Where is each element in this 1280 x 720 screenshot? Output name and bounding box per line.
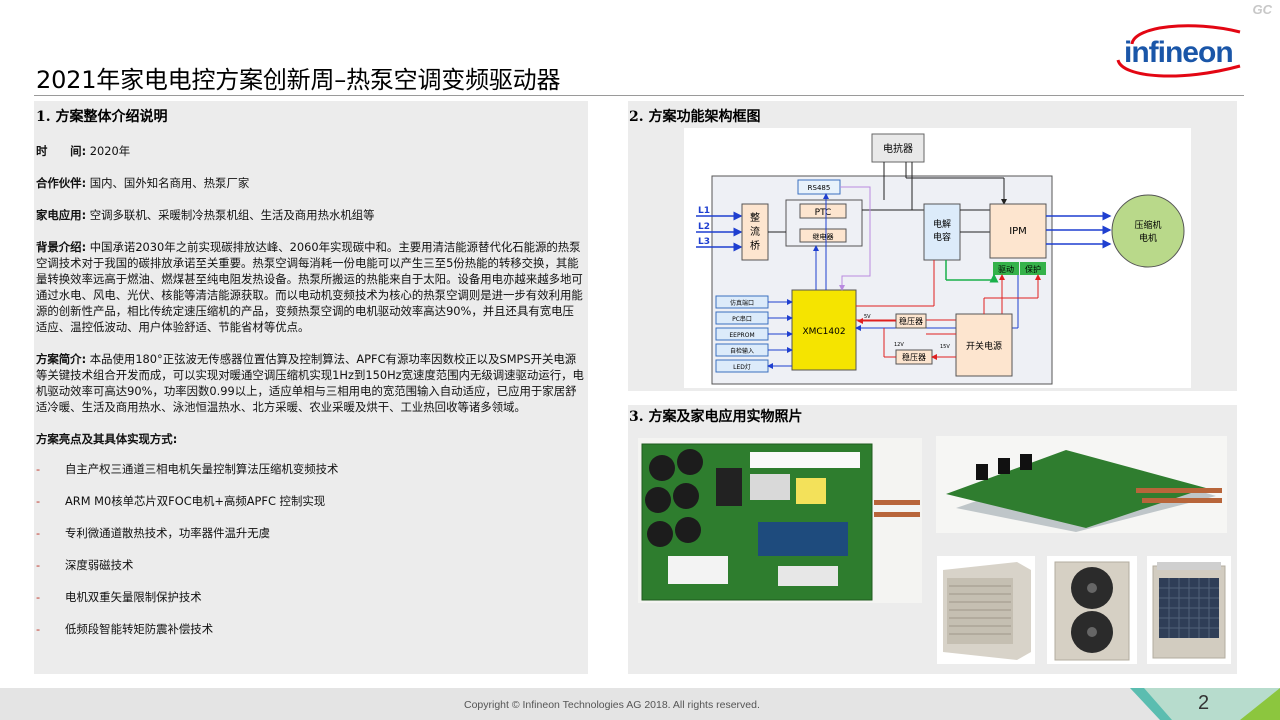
background-label: 背景介绍:: [36, 240, 87, 254]
ipm-block: [989, 203, 1047, 259]
summary-row: 方案简介: 本品使用180°正弦波无传感器位置估算及控制算法、APFC有源功率因…: [36, 351, 584, 415]
time-row: 时 间: 2020年: [36, 143, 584, 159]
application-row: 家电应用: 空调多联机、采暖制冷热泵机组、生活及商用热水机组等: [36, 207, 584, 223]
application-value: 空调多联机、采暖制冷热泵机组、生活及商用热水机组等: [89, 208, 375, 222]
pcb-photo-side: [936, 436, 1227, 533]
ipm-label: IPM: [1009, 226, 1027, 237]
heat-pump-unit-2: [1047, 556, 1137, 664]
footer: Copyright © Infineon Technologies AG 201…: [0, 688, 1280, 720]
input-l3: L3: [698, 237, 710, 247]
background-row: 背景介绍: 中国承诺2030年之前实现碳排放达峰、2060年实现碳中和。主要用清…: [36, 239, 584, 335]
overview-panel: 1. 方案整体介绍说明 时 间: 2020年 合作伙伴: 国内、国外知名商用、热…: [34, 101, 588, 674]
bullet-dash-icon: -: [36, 494, 41, 508]
background-value: 中国承诺2030年之前实现碳排放达峰、2060年实现碳中和。主要用清洁能源替代化…: [36, 240, 583, 334]
ptc-label: PTC: [815, 208, 832, 218]
regulator-2-label: 稳压器: [902, 352, 926, 362]
svg-text:PC串口: PC串口: [732, 315, 752, 323]
time-label: 时 间:: [36, 144, 87, 158]
input-l2: L2: [698, 222, 710, 232]
highlight-item: -专利微通道散热技术，功率器件温升无虞: [36, 526, 271, 540]
smps-label: 开关电源: [966, 340, 1002, 352]
highlights-title: 方案亮点及其具体实现方式:: [36, 432, 178, 446]
compressor-motor: [1111, 194, 1185, 268]
overview-heading: 1. 方案整体介绍说明: [36, 109, 168, 125]
protect-block: [1020, 262, 1046, 275]
overview-body: 时 间: 2020年 合作伙伴: 国内、国外知名商用、热泵厂家 家电应用: 空调…: [36, 143, 584, 653]
corner-mark: GC: [1252, 2, 1273, 17]
photos-heading: 3. 方案及家电应用实物照片: [629, 409, 803, 425]
title-divider: [34, 95, 1244, 96]
application-label: 家电应用:: [36, 208, 87, 222]
highlight-item: -电机双重矢量限制保护技术: [36, 590, 202, 604]
block-diagram: 电抗器 L1 L2 L3 整 流 桥 RS485 PTC 继电器: [684, 128, 1191, 388]
rectifier-label-2: 流: [750, 225, 760, 238]
heat-pump-unit-1: [937, 556, 1035, 664]
architecture-panel: 2. 方案功能架构框图 电抗器 L1 L2 L3 整: [628, 101, 1237, 391]
summary-label: 方案简介:: [36, 352, 87, 366]
bullet-dash-icon: -: [36, 462, 41, 476]
capacitor-block: [923, 203, 961, 261]
pcb-photo-top: [638, 438, 922, 603]
highlight-item: -低频段智能转矩防震补偿技术: [36, 622, 214, 636]
bullet-dash-icon: -: [36, 558, 41, 572]
capacitor-label-1: 电解: [933, 218, 951, 230]
voltage-12v: 12V: [894, 342, 904, 348]
voltage-5v: 5V: [864, 314, 871, 320]
bullet-dash-icon: -: [36, 590, 41, 604]
voltage-15v: 15V: [940, 344, 950, 350]
svg-text:自检输入: 自检输入: [730, 347, 754, 355]
bullet-dash-icon: -: [36, 622, 41, 636]
infineon-logo: infineon: [1116, 24, 1241, 78]
copyright-text: Copyright © Infineon Technologies AG 201…: [464, 699, 760, 711]
logo-text: infineon: [1124, 36, 1233, 69]
drive-label: 驱动: [998, 264, 1014, 274]
rectifier-label-1: 整: [750, 211, 760, 224]
architecture-heading: 2. 方案功能架构框图: [629, 109, 761, 125]
page-title: 2021年家电电控方案创新周–热泵空调变频驱动器: [36, 66, 561, 94]
input-l1: L1: [698, 206, 710, 216]
protect-label: 保护: [1025, 264, 1041, 274]
smps-block: [955, 313, 1013, 377]
summary-value: 本品使用180°正弦波无传感器位置估算及控制算法、APFC有源功率因数校正以及S…: [36, 352, 584, 414]
regulator-1-label: 稳压器: [899, 316, 923, 326]
svg-text:EEPROM: EEPROM: [729, 332, 754, 339]
bullet-dash-icon: -: [36, 526, 41, 540]
svg-text:仿真端口: 仿真端口: [730, 299, 754, 307]
highlight-item: -深度弱磁技术: [36, 558, 134, 572]
rectifier-block: [741, 203, 769, 261]
compressor-label-2: 电机: [1139, 232, 1157, 244]
partner-row: 合作伙伴: 国内、国外知名商用、热泵厂家: [36, 175, 584, 191]
rs485-label: RS485: [808, 184, 831, 192]
reactor-label: 电抗器: [883, 142, 913, 155]
relay-label: 继电器: [813, 232, 834, 241]
highlight-item: -自主产权三通道三相电机矢量控制算法压缩机变频技术: [36, 462, 339, 476]
ptc-block: [799, 203, 847, 219]
highlights-list: -自主产权三通道三相电机矢量控制算法压缩机变频技术 -ARM M0核单芯片双FO…: [36, 461, 584, 653]
highlight-item: -ARM M0核单芯片双FOC电机+高频APFC 控制实现: [36, 494, 326, 508]
svg-text:LED灯: LED灯: [733, 363, 751, 371]
time-value: 2020年: [89, 144, 131, 158]
compressor-label-1: 压缩机: [1134, 219, 1161, 231]
footer-accent-shape: [1130, 688, 1280, 720]
drive-block: [993, 262, 1019, 275]
partner-label: 合作伙伴:: [36, 176, 87, 190]
photos-panel: 3. 方案及家电应用实物照片: [628, 405, 1237, 674]
rectifier-label-3: 桥: [750, 240, 760, 252]
mcu-label: XMC1402: [802, 327, 845, 337]
page-number: 2: [1198, 692, 1210, 714]
capacitor-label-2: 电容: [933, 231, 951, 243]
ptc-relay-frame: [785, 199, 863, 247]
partner-value: 国内、国外知名商用、热泵厂家: [89, 176, 250, 190]
heat-pump-unit-3: [1147, 556, 1231, 664]
relay-block: [799, 228, 847, 243]
reactor-block: [871, 133, 925, 163]
